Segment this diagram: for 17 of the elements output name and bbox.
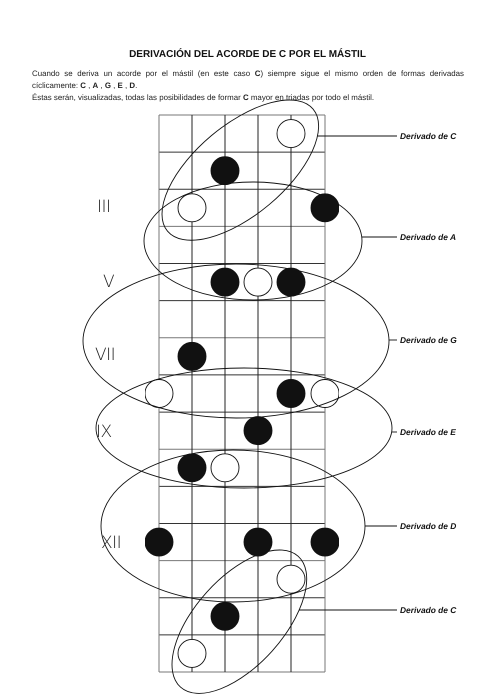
shape-label: Derivado de E xyxy=(400,427,456,437)
fret-number: V xyxy=(103,274,114,291)
ellipse-outline xyxy=(101,450,365,602)
title: DERIVACIÓN DEL ACORDE DE C POR EL MÁSTIL xyxy=(128,49,367,60)
fret-number: III xyxy=(97,199,111,216)
ellipse-outline xyxy=(172,550,306,694)
ellipse-outline xyxy=(144,182,362,300)
leader-line xyxy=(361,236,398,238)
ellipse-outline xyxy=(83,264,389,418)
shape-label: Derivado de D xyxy=(400,521,456,531)
shape-label: Derivado de C xyxy=(400,605,456,615)
fret-number: IX xyxy=(96,424,112,441)
fret-number: VII xyxy=(95,347,116,364)
shape-label: Derivado de G xyxy=(400,335,457,345)
ellipse-outline xyxy=(96,368,392,488)
shape-label: Derivado de C xyxy=(400,131,456,141)
shape-label: Derivado de A xyxy=(400,232,456,242)
